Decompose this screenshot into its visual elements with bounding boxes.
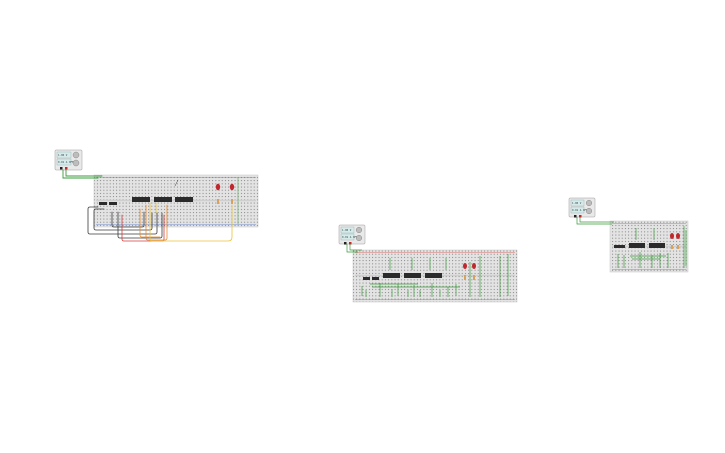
resistor-1b[interactable]	[231, 199, 233, 204]
psu-current-readout: 0.01 A OFF	[58, 160, 74, 164]
led-2a[interactable]	[463, 263, 467, 269]
wires-3[interactable]	[576, 217, 687, 268]
resistor-2a[interactable]	[464, 275, 466, 280]
current-knob-icon[interactable]	[356, 234, 363, 241]
psu-screen-top	[570, 199, 585, 207]
ic-chip-3b[interactable]	[649, 243, 665, 248]
led-1b[interactable]	[229, 183, 235, 191]
ic-chip-2a[interactable]	[383, 273, 400, 278]
power-supply-3[interactable]: 1.00 V 0.01 A OFF	[568, 197, 596, 218]
psu-screen-bottom	[570, 206, 585, 214]
led-3b[interactable]	[676, 233, 680, 239]
psu-screen-bottom	[56, 158, 72, 166]
circuit-3[interactable]: 1.00 V 0.01 A OFF	[568, 197, 689, 273]
wires-1[interactable]	[62, 169, 239, 242]
ic-chip-3a[interactable]	[629, 243, 645, 248]
led-2b[interactable]	[472, 263, 476, 269]
resistor-1a[interactable]	[217, 199, 219, 204]
led-3a[interactable]	[670, 233, 674, 239]
voltage-knob-icon[interactable]	[356, 226, 363, 233]
psu-voltage-readout: 1.00 V	[342, 228, 352, 232]
psu-voltage-readout: 1.00 V	[572, 201, 582, 205]
current-knob-icon[interactable]	[586, 207, 593, 214]
power-supply-1[interactable]: 1.00 V 0.01 A OFF	[54, 149, 83, 171]
voltage-knob-icon[interactable]	[586, 199, 593, 206]
psu-screen-top	[340, 226, 355, 234]
led-1a[interactable]	[215, 183, 221, 191]
resistor-2b[interactable]	[473, 275, 475, 280]
psu-screen-top	[56, 151, 72, 159]
small-chip-3a[interactable]	[614, 245, 625, 248]
small-chip-2b[interactable]	[372, 277, 379, 280]
resistor-3a[interactable]	[671, 245, 673, 249]
voltage-knob-icon[interactable]	[72, 151, 80, 159]
small-chip-1b[interactable]	[109, 202, 117, 205]
ic-chip-2c[interactable]	[425, 273, 442, 278]
psu-terminal-negative[interactable]	[60, 167, 63, 170]
ic-chip-1a[interactable]	[132, 197, 150, 202]
current-knob-icon[interactable]	[72, 159, 80, 167]
psu-current-readout: 0.01 A OFF	[342, 235, 358, 239]
psu-terminal-positive[interactable]	[65, 167, 68, 170]
ic-chip-1b[interactable]	[154, 197, 172, 202]
wires-2[interactable]	[346, 244, 509, 297]
ic-chip-1c[interactable]	[175, 197, 193, 202]
circuit-1[interactable]: 1.00 V 0.01 A OFF	[54, 149, 259, 242]
psu-voltage-readout: 1.00 V	[58, 153, 68, 157]
circuit-2[interactable]: 1.00 V 0.01 A OFF	[338, 224, 518, 303]
resistor-3b[interactable]	[677, 245, 679, 249]
psu-terminal-negative[interactable]	[574, 215, 577, 218]
psu-terminal-positive[interactable]	[579, 215, 582, 218]
psu-current-readout: 0.01 A OFF	[572, 208, 588, 212]
ic-chip-2b[interactable]	[404, 273, 421, 278]
psu-terminal-negative[interactable]	[344, 242, 347, 245]
psu-screen-bottom	[340, 233, 355, 241]
psu-terminal-positive[interactable]	[349, 242, 352, 245]
small-chip-1a[interactable]	[99, 202, 107, 205]
power-supply-2[interactable]: 1.00 V 0.01 A OFF	[338, 224, 366, 245]
small-chip-2a[interactable]	[363, 277, 370, 280]
